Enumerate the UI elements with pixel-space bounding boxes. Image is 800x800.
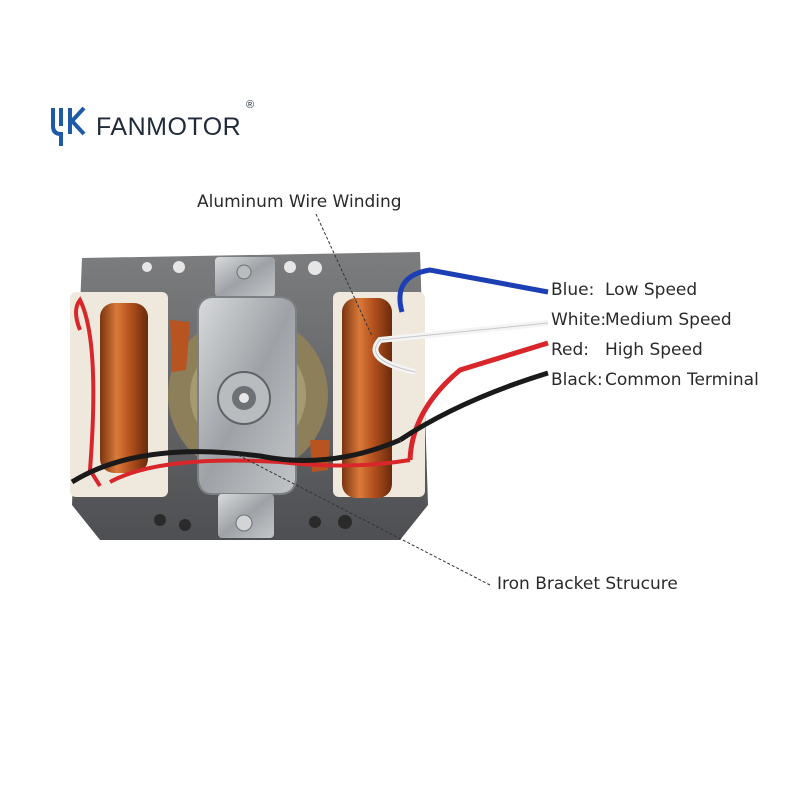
red-wire bbox=[407, 340, 549, 461]
yk-logo-mark-icon bbox=[51, 106, 86, 146]
iron-bracket bbox=[197, 257, 297, 538]
wire-function-label: High Speed bbox=[605, 340, 703, 360]
black-wire bbox=[398, 370, 549, 443]
wire-legend-blue: Blue: Low Speed bbox=[551, 280, 697, 300]
wire-legend-black: Black:Common Terminal bbox=[551, 370, 759, 390]
wire-function-label: Low Speed bbox=[605, 280, 698, 300]
blue-wire bbox=[397, 267, 549, 313]
lead-wires bbox=[70, 267, 549, 488]
wire-legend-white: White:Medium Speed bbox=[551, 310, 732, 330]
wire-color-label: Black: bbox=[551, 370, 603, 390]
wire-function-label: Common Terminal bbox=[605, 370, 759, 390]
wire-color-label: Blue: bbox=[551, 280, 595, 300]
leader-lines bbox=[237, 213, 491, 586]
registered-mark: ® bbox=[246, 99, 255, 111]
winding-label: Aluminum Wire Winding bbox=[197, 192, 402, 212]
wire-color-label: Red: bbox=[551, 340, 590, 360]
brand-logo: FANMOTOR ® bbox=[50, 99, 254, 150]
bracket-label: Iron Bracket Strucure bbox=[497, 574, 678, 594]
brand-name: FANMOTOR bbox=[96, 112, 242, 141]
wire-color-label: White: bbox=[551, 310, 607, 330]
wire-legend-red: Red: High Speed bbox=[551, 340, 703, 360]
wire-function-label: Medium Speed bbox=[605, 310, 732, 330]
